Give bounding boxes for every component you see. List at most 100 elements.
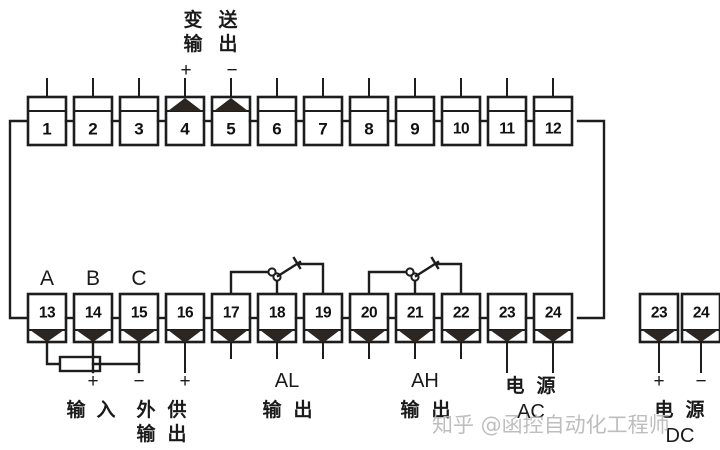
terminal-3-label: 3 [134,120,143,139]
arrow-up-icon-terminal-13 [30,330,64,342]
label-input-char-2: 入 [96,399,115,421]
terminal-15-label: 15 [131,305,148,322]
top-terminal-row: 1 2 3 4 [26,78,574,147]
terminal-20[interactable]: 20 [348,292,390,344]
sign-plus-terminal-16: + [179,371,190,392]
terminal-20-label: 20 [361,305,377,322]
terminal-23-dc[interactable]: 23 [638,292,680,344]
sign-minus-ext-supply: − [133,371,144,392]
terminal-23-dc-label: 23 [651,305,668,322]
terminal-17[interactable]: 17 [210,292,252,344]
wire-ah-nc-branch [367,270,408,296]
sign-plus-terminal-4: + [180,60,191,81]
label-char-song: 送 [218,8,238,31]
terminal-5-label: 5 [226,120,235,139]
label-power-ac-char-2: 源 [536,374,555,397]
sign-plus-input: + [87,371,98,392]
terminal-14[interactable]: 14 [72,292,114,344]
terminal-12-label: 12 [545,121,561,138]
terminal-2[interactable]: 2 [72,78,114,147]
arrow-up-icon-terminal-23-dc [642,330,676,342]
dc-power-terminal-pair: 23 24 [638,292,720,373]
arrow-up-icon-terminal-15 [122,330,156,342]
arrow-up-icon-terminal-24 [536,330,570,342]
arrow-down-icon-terminal-20 [352,330,386,343]
terminal-6[interactable]: 6 [256,78,298,147]
terminal-21[interactable]: 21 [394,292,436,344]
watermark-text: 知乎 @函控自动化工程师 [432,413,670,437]
arrow-up-icon-terminal-24-dc [684,330,718,342]
terminal-22[interactable]: 22 [440,292,482,344]
terminal-1-label: 1 [42,120,51,139]
terminal-23[interactable]: 23 [486,292,528,344]
arrow-down-icon-terminal-18 [260,330,294,343]
terminal-11-label: 11 [499,121,515,138]
label-ah-char-1: 输 [400,398,420,421]
terminal-10-label: 10 [453,121,469,138]
terminal-12[interactable]: 12 [532,78,574,147]
terminal-7[interactable]: 7 [302,78,344,147]
sign-plus-dc: + [653,371,664,392]
bottom-sign-row: + − + + − [87,371,706,392]
arrow-down-icon-terminal-21 [398,330,432,343]
arrow-up-icon-terminal-14 [76,330,110,342]
terminal-19-label: 19 [315,305,332,322]
terminal-16[interactable]: 16 [164,292,206,344]
label-al-latin: AL [275,370,299,392]
bottom-terminal-row: 13 14 15 16 [26,292,574,344]
terminal-24-label: 24 [545,305,562,322]
arrow-down-icon-terminal-17 [214,330,248,343]
terminal-24[interactable]: 24 [532,292,574,344]
terminal-13[interactable]: 13 [26,292,68,344]
relay-al-blade-tick-icon [292,256,302,270]
outer-loop-wires [8,119,606,320]
terminal-10[interactable]: 10 [440,78,482,147]
wire-al-no-branch [298,262,325,296]
arrow-down-icon-terminal-16 [168,330,202,343]
arrow-down-icon-terminal-5 [214,98,248,111]
label-external-supply-output: 外 供 输 出 [136,398,186,445]
label-ah-output: AH 输 出 [400,370,450,421]
phase-letter-a: A [40,267,54,290]
sign-minus-terminal-5: − [226,60,237,81]
terminal-5[interactable]: 5 [210,78,252,147]
terminal-4-label: 4 [180,120,190,139]
terminal-1[interactable]: 1 [26,78,68,147]
phase-letter-b: B [86,267,100,290]
relay-ah-blade-icon [414,260,440,278]
terminal-18[interactable]: 18 [256,292,298,344]
label-power-ac-char-1: 电 [505,374,524,397]
label-input-char-1: 输 [66,398,86,421]
terminal-11[interactable]: 11 [486,78,528,147]
arrow-up-icon-terminal-23 [490,330,524,342]
label-input: 输 入 [66,398,115,421]
wire-terminal-15-lead [98,340,141,366]
terminal-9[interactable]: 9 [394,78,436,147]
label-ext-char-2: 供 [166,398,186,421]
terminal-8[interactable]: 8 [348,78,390,147]
terminal-8-label: 8 [364,120,373,139]
terminal-24-dc[interactable]: 24 [680,292,720,344]
arrow-down-icon-terminal-19 [306,330,340,343]
terminal-4[interactable]: 4 [164,78,206,147]
wire-terminal-13-lead [45,340,62,366]
terminal-15[interactable]: 15 [118,292,160,344]
terminal-14-label: 14 [85,305,102,322]
wire-right-loop [576,119,606,320]
arrow-down-icon-terminal-4 [168,98,202,111]
label-power-ac-latin: AC [517,401,545,423]
terminal-3[interactable]: 3 [118,78,160,147]
terminal-17-label: 17 [223,305,239,322]
label-char-chu: 出 [218,32,237,55]
label-char-bian: 变 [183,8,202,31]
phase-letter-c: C [131,267,146,290]
bottom-labels: 输 入 外 供 输 出 AL 输 出 AH 输 出 电 源 AC 电 [66,370,704,447]
transmitter-output-label: 变 送 输 出 [183,8,238,55]
label-al-char-1: 输 [262,398,282,421]
terminal-21-label: 21 [407,305,424,322]
wire-left-loop [8,119,30,320]
terminal-19[interactable]: 19 [302,292,344,344]
label-al-char-2: 出 [293,398,312,421]
relay-output-leads [230,341,554,373]
